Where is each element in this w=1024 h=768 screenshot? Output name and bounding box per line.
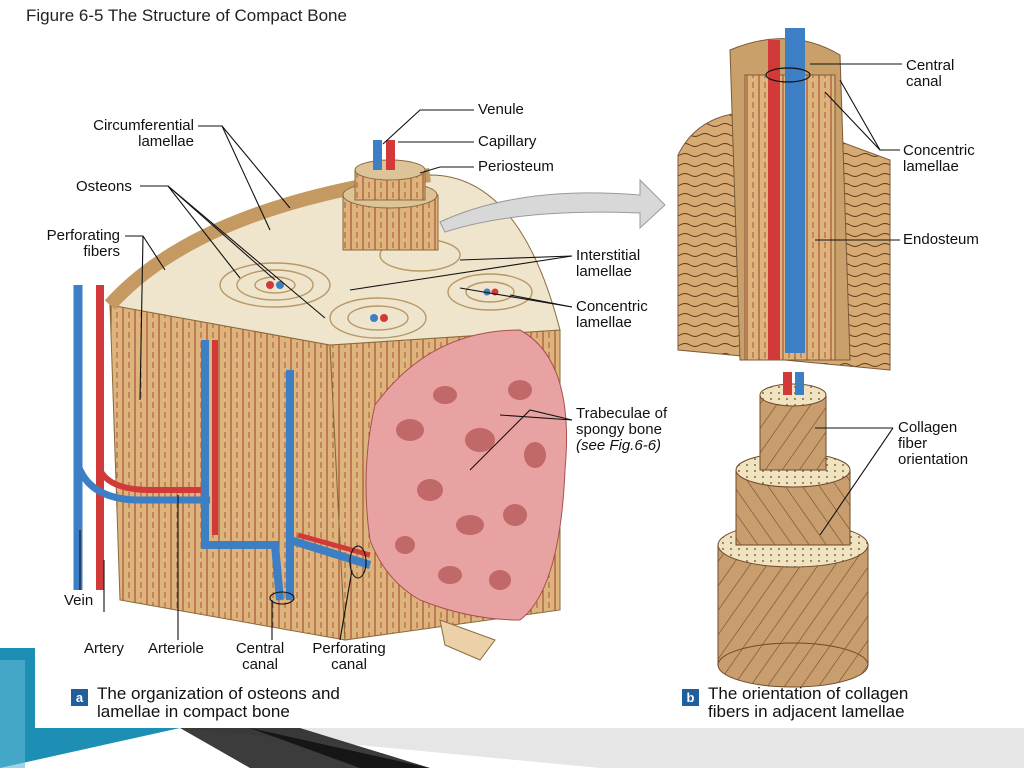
label-line: Central [235, 640, 285, 657]
panel-b-badge: b [682, 689, 699, 706]
label-line: orientation [898, 451, 969, 468]
caption-line: The orientation of collagen [708, 684, 909, 703]
label-circumferential-lamellae: Circumferential lamellae [70, 118, 194, 150]
label-osteons: Osteons [76, 178, 132, 195]
label-capillary: Capillary [478, 133, 537, 150]
caption-line: The organization of osteons and [97, 684, 340, 703]
label-venule: Venule [478, 101, 524, 118]
panel-a-caption: The organization of osteons and lamellae… [97, 685, 340, 721]
label-line: Collagen [898, 419, 958, 436]
label-arteriole: Arteriole [148, 640, 204, 657]
label-vein: Vein [64, 592, 94, 609]
label-artery: Artery [84, 640, 125, 657]
caption-line: lamellae in compact bone [97, 702, 290, 721]
label-line: Interstitial [576, 247, 641, 264]
label-line: lamellae [576, 263, 632, 280]
zoom-arrow [439, 178, 666, 233]
label-line: canal [906, 73, 942, 90]
label-perforating-fibers: Perforating fibers [20, 228, 120, 260]
label-endosteum: Endosteum [903, 231, 979, 248]
label-line: Concentric [576, 298, 648, 315]
label-trabeculae: Trabeculae of spongy bone (see Fig.6-6) [576, 406, 667, 454]
label-line: Central [906, 57, 955, 74]
figure-title: Figure 6-5 The Structure of Compact Bone [26, 6, 347, 25]
label-central-canal-a: Central canal [226, 641, 294, 673]
label-line: lamellae [576, 314, 632, 331]
panel-a-badge: a [71, 689, 88, 706]
spongy-bone [365, 329, 568, 661]
collagen-lamellae-model [717, 372, 869, 688]
label-collagen-fiber-orientation: Collagen fiber orientation [898, 420, 968, 468]
label-periosteum: Periosteum [478, 158, 554, 175]
label-concentric-lamellae-b: Concentric lamellae [903, 143, 975, 175]
label-line: Concentric [903, 142, 975, 159]
label-line: Circumferential [93, 117, 194, 134]
label-reference: (see Fig.6-6) [576, 437, 662, 454]
label-perforating-canal: Perforating canal [303, 641, 395, 673]
osteon-cutaway [677, 28, 891, 371]
label-line: Trabeculae of [576, 405, 668, 422]
label-line: fiber [898, 435, 928, 452]
label-line: lamellae [903, 158, 959, 175]
caption-line: fibers in adjacent lamellae [708, 702, 905, 721]
label-central-canal-b: Central canal [906, 58, 954, 90]
label-line: spongy bone [576, 421, 662, 438]
label-line: Perforating [312, 640, 386, 657]
label-line: lamellae [138, 133, 194, 150]
label-line: canal [331, 656, 367, 673]
label-line: fibers [83, 243, 120, 260]
leader-lines [79, 63, 902, 641]
label-line: canal [242, 656, 278, 673]
label-line: Perforating [46, 227, 120, 244]
label-interstitial-lamellae: Interstitial lamellae [576, 248, 640, 280]
blood-vessels [73, 285, 372, 601]
panel-b-caption: The orientation of collagen fibers in ad… [708, 685, 908, 721]
label-concentric-lamellae-a: Concentric lamellae [576, 299, 648, 331]
